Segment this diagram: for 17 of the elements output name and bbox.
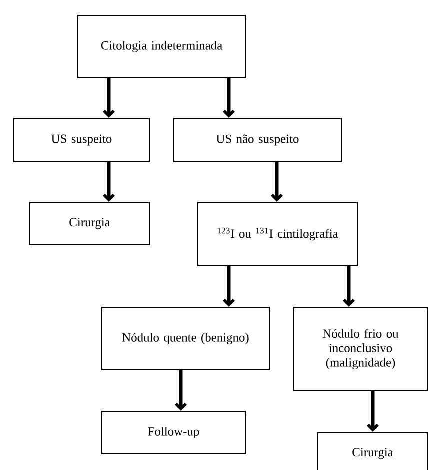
process-box: US suspeito xyxy=(13,118,150,162)
arrow xyxy=(366,392,380,432)
process-box: Nódulo quente (benigno) xyxy=(101,307,270,370)
process-box: Cirurgia xyxy=(317,432,428,470)
process-box: $^{123}$I ou $^{131}$I cintilografia xyxy=(197,202,358,266)
arrow xyxy=(102,162,116,202)
arrow xyxy=(222,78,236,118)
arrow xyxy=(102,78,116,118)
arrow xyxy=(342,266,356,307)
process-box: Citologia indeterminada xyxy=(77,15,246,78)
process-box: Follow-up xyxy=(101,411,246,454)
process-box: Cirurgia xyxy=(29,202,150,246)
arrow xyxy=(222,266,236,307)
process-box: US não suspeito xyxy=(173,118,342,162)
arrow xyxy=(270,162,284,202)
process-box: Nódulo frio ou inconclusivo (malignidade) xyxy=(293,307,428,392)
arrow xyxy=(174,370,188,411)
